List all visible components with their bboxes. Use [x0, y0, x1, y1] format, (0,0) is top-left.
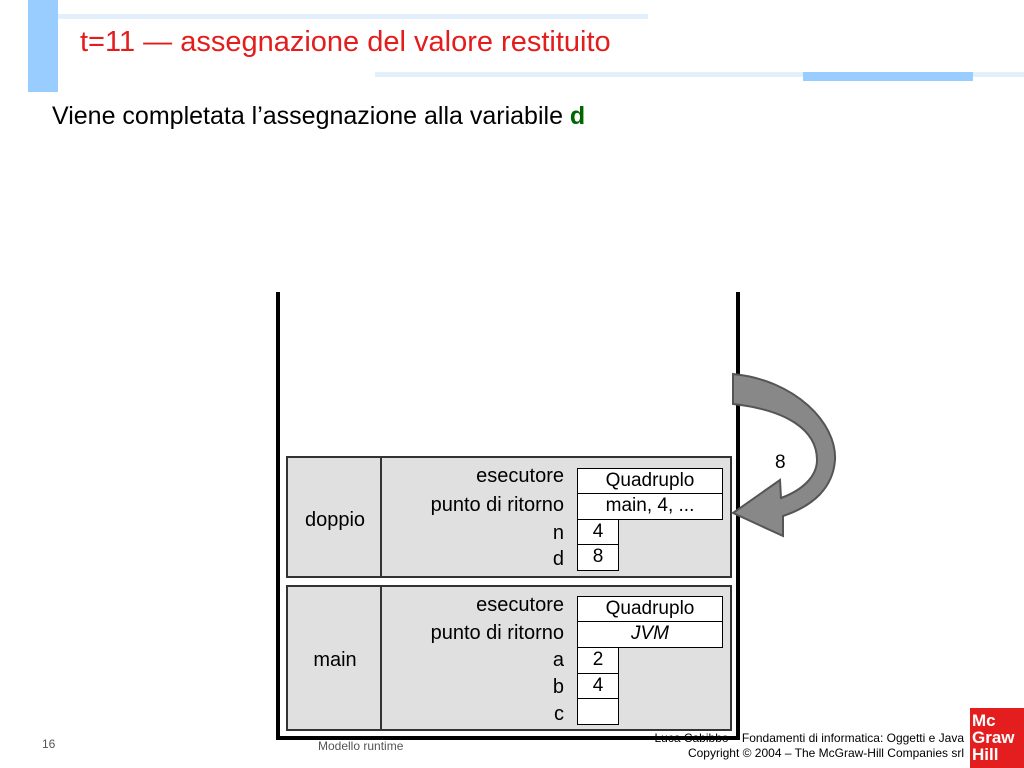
return-value: 8	[775, 452, 786, 473]
frame-name-doppio: doppio	[304, 509, 366, 531]
label-n: n	[552, 522, 564, 544]
label-punto-di-ritorno: punto di ritorno	[430, 622, 564, 644]
decorative-top-line	[58, 14, 648, 19]
value-c	[577, 698, 619, 725]
publisher-logo: Mc Graw Hill	[970, 708, 1024, 768]
value-n: 4	[577, 519, 619, 546]
value-punto-di-ritorno: main, 4, ...	[577, 493, 723, 520]
logo-line-2: Graw	[972, 728, 1015, 747]
credit-line-1: Luca Cabibbo – Fondamenti di informatica…	[654, 731, 964, 745]
decorative-right-bar	[803, 72, 973, 81]
arrow-shape	[731, 372, 837, 538]
label-b: b	[552, 676, 564, 698]
label-d: d	[552, 548, 564, 570]
decorative-right-line	[375, 72, 1024, 77]
subtitle-text: Viene completata l’assegnazione alla var…	[52, 102, 570, 130]
logo-line-1: Mc	[972, 711, 996, 730]
slide-subtitle: Viene completata l’assegnazione alla var…	[52, 102, 585, 131]
return-arrow-icon	[731, 372, 837, 538]
stack-left-wall	[276, 292, 280, 740]
stack-bottom-wall	[276, 736, 740, 740]
value-punto-di-ritorno: JVM	[577, 621, 723, 648]
page-number: 16	[42, 737, 56, 751]
label-esecutore: esecutore	[476, 465, 564, 487]
label-a: a	[552, 649, 564, 671]
value-esecutore: Quadruplo	[577, 468, 723, 495]
credit-line-2: Copyright © 2004 – The McGraw-Hill Compa…	[687, 746, 964, 760]
label-esecutore: esecutore	[476, 594, 564, 616]
frame-name-cell: main	[288, 587, 382, 729]
frame-name-cell: doppio	[288, 458, 382, 576]
decorative-vertical-bar	[28, 0, 58, 92]
label-punto-di-ritorno: punto di ritorno	[430, 494, 564, 516]
footer-credits: Luca Cabibbo – Fondamenti di informatica…	[654, 731, 964, 761]
frame-name-main: main	[313, 649, 357, 671]
activation-record-doppio: doppio esecutore punto di ritorno n d Qu…	[286, 456, 732, 578]
value-b: 4	[577, 673, 619, 700]
logo-line-3: Hill	[972, 745, 999, 764]
slide-title: t=11 — assegnazione del valore restituit…	[80, 26, 611, 58]
value-d: 8	[577, 544, 619, 571]
value-esecutore: Quadruplo	[577, 596, 723, 623]
label-c: c	[554, 703, 564, 725]
value-a: 2	[577, 647, 619, 674]
footer-section: Modello runtime	[318, 739, 404, 753]
subtitle-variable: d	[569, 102, 586, 130]
activation-record-main: main esecutore punto di ritorno a b c Qu…	[286, 585, 732, 731]
